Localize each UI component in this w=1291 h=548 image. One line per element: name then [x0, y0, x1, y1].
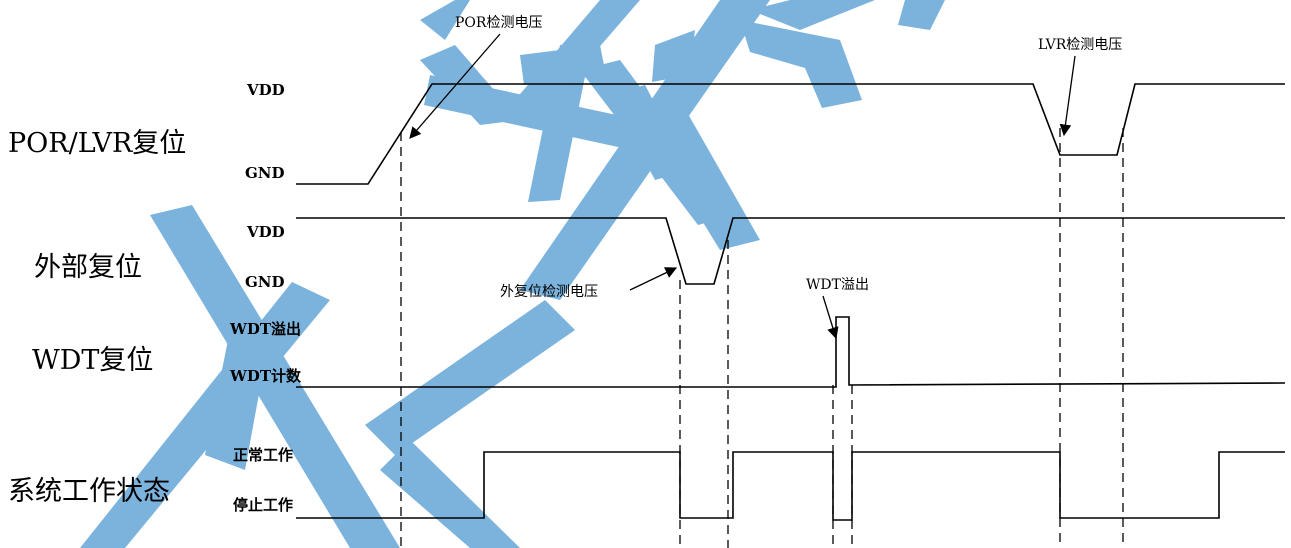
por-low-label: GND	[245, 164, 285, 182]
wdt-overflow-label: WDT溢出	[806, 277, 869, 293]
wdt-high-label: WDT溢出	[229, 320, 301, 338]
wdt-overflow-arrow	[822, 295, 839, 340]
row-label-por-lvr: POR/LVR复位	[8, 128, 186, 159]
ext-detect-label: 外复位检测电压	[500, 283, 598, 300]
ext-high-label: VDD	[246, 223, 285, 241]
ext-low-label: GND	[245, 273, 285, 291]
lvr-detect-arrow	[1059, 55, 1076, 137]
por-lvr-waveform	[296, 83, 1285, 185]
wdt-low-label: WDT计数	[229, 367, 302, 385]
por-detect-arrow	[409, 33, 501, 139]
sys-low-label: 停止工作	[233, 496, 293, 514]
por-high-label: VDD	[246, 81, 285, 99]
reference-lines	[400, 128, 1124, 548]
lvr-detect-label: LVR检测电压	[1038, 37, 1122, 53]
row-label-system-state: 系统工作状态	[8, 476, 170, 507]
system-state-waveform	[296, 451, 1285, 521]
ext-detect-arrow	[629, 267, 678, 291]
sys-high-label: 正常工作	[233, 446, 293, 464]
row-label-external-reset: 外部复位	[34, 252, 142, 283]
row-label-wdt-reset: WDT复位	[32, 345, 153, 376]
watermark	[80, 0, 945, 548]
external-reset-waveform	[296, 217, 1285, 285]
wdt-waveform	[296, 316, 1286, 388]
por-detect-label: POR检测电压	[455, 15, 542, 31]
